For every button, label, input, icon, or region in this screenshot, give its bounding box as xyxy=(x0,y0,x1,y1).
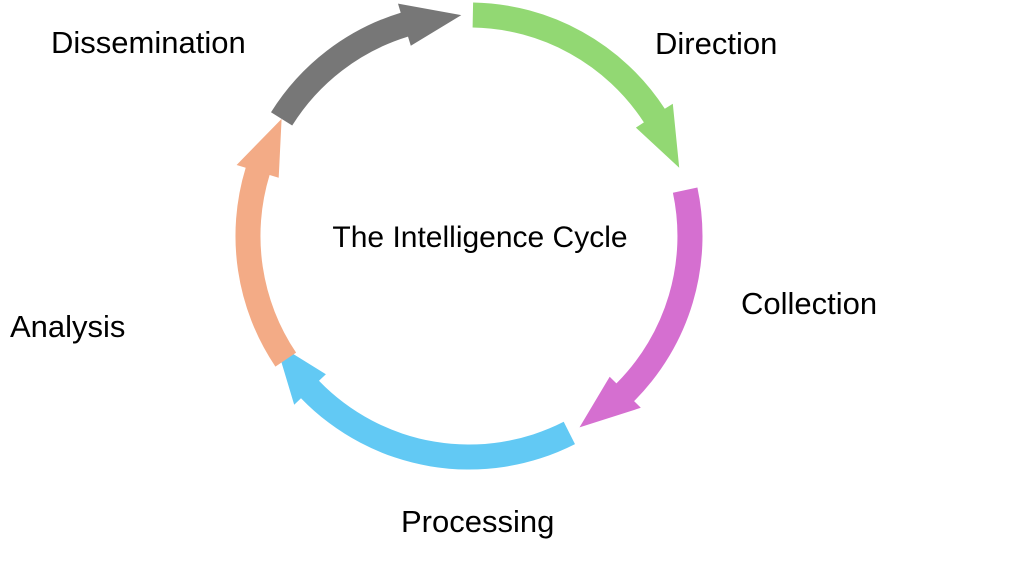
arrow-dissemination xyxy=(271,3,462,126)
stage-label-processing: Processing xyxy=(401,504,554,539)
arrow-direction xyxy=(472,2,680,168)
arrow-processing xyxy=(275,343,575,470)
arrow-collection xyxy=(579,187,703,428)
arrow-analysis xyxy=(235,118,297,367)
cycle-arrows xyxy=(235,2,703,470)
cycle-title: The Intelligence Cycle xyxy=(332,221,627,254)
stage-label-analysis: Analysis xyxy=(10,309,125,344)
stage-label-dissemination: Dissemination xyxy=(51,25,246,60)
stage-label-collection: Collection xyxy=(741,286,877,321)
stage-label-direction: Direction xyxy=(655,26,777,61)
